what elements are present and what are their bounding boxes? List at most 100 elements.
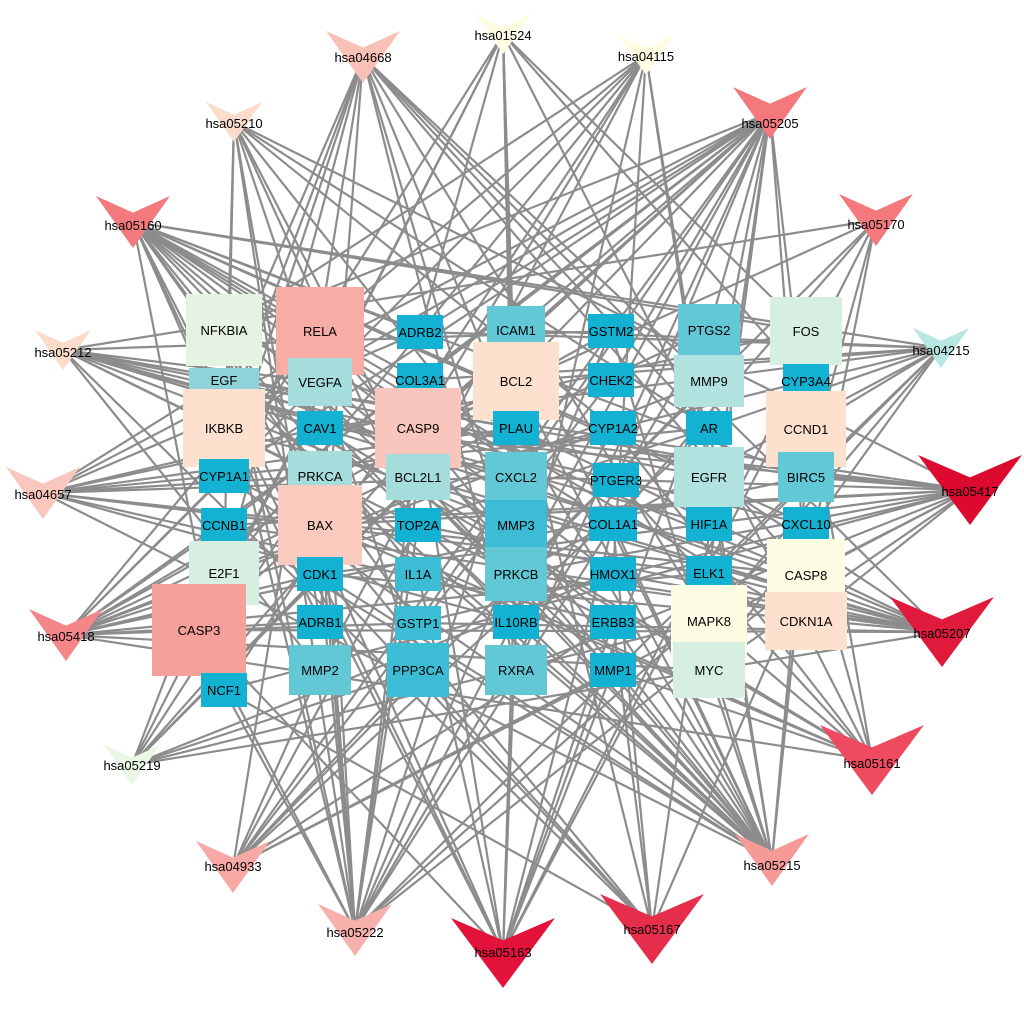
gene-node-ar[interactable]: AR <box>686 411 732 445</box>
v-shape-icon <box>839 194 913 246</box>
gene-node-nfkbia[interactable]: NFKBIA <box>186 294 262 366</box>
gene-node-bcl2[interactable]: BCL2 <box>473 342 559 420</box>
gene-node-label: IL1A <box>405 567 432 582</box>
pathway-node-hsa05212[interactable]: hsa05212 <box>34 330 92 370</box>
gene-node-top2a[interactable]: TOP2A <box>395 508 441 542</box>
gene-node-label: RXRA <box>498 663 534 678</box>
gene-node-il10rb[interactable]: IL10RB <box>493 605 539 639</box>
pathway-node-hsa05163[interactable]: hsa05163 <box>451 918 555 988</box>
pathway-node-hsa05219[interactable]: hsa05219 <box>103 745 161 785</box>
gene-node-elk1[interactable]: ELK1 <box>686 556 732 590</box>
v-shape-icon <box>600 894 704 964</box>
pathway-node-hsa04668[interactable]: hsa04668 <box>326 31 400 83</box>
gene-node-fos[interactable]: FOS <box>770 297 842 365</box>
gene-node-egf[interactable]: EGF <box>189 368 259 392</box>
pathway-node-hsa04115[interactable]: hsa04115 <box>618 35 674 75</box>
gene-node-cdkn1a[interactable]: CDKN1A <box>765 592 847 650</box>
gene-node-birc5[interactable]: BIRC5 <box>778 452 834 502</box>
v-shape-icon <box>206 102 262 142</box>
gene-node-cyp1a1[interactable]: CYP1A1 <box>199 459 249 493</box>
network-edge <box>353 329 613 932</box>
v-shape-icon <box>451 918 555 988</box>
gene-node-cxcl2[interactable]: CXCL2 <box>485 452 547 502</box>
gene-node-box <box>386 454 450 500</box>
gene-node-bcl2l1[interactable]: BCL2L1 <box>386 454 450 500</box>
gene-node-hmox1[interactable]: HMOX1 <box>590 557 636 591</box>
gene-node-mmp1[interactable]: MMP1 <box>590 653 636 687</box>
v-shape-icon <box>318 904 392 956</box>
gene-node-label: CAV1 <box>304 421 337 436</box>
gene-node-box <box>201 673 247 707</box>
pathway-node-hsa05160[interactable]: hsa05160 <box>96 196 170 248</box>
gene-node-ppp3ca[interactable]: PPP3CA <box>387 643 449 697</box>
pathway-node-hsa04933[interactable]: hsa04933 <box>196 841 270 893</box>
pathway-node-hsa04215[interactable]: hsa04215 <box>912 328 970 368</box>
gene-node-gstp1[interactable]: GSTP1 <box>395 606 441 640</box>
gene-node-label: MYC <box>695 663 724 678</box>
gene-node-box <box>485 645 547 695</box>
gene-node-box <box>674 355 744 407</box>
pathway-node-hsa05215[interactable]: hsa05215 <box>735 834 809 886</box>
network-edge <box>318 572 654 931</box>
gene-node-cdk1[interactable]: CDK1 <box>297 557 343 591</box>
gene-node-vegfa[interactable]: VEGFA <box>288 358 352 406</box>
pathway-node-hsa05205[interactable]: hsa05205 <box>733 87 807 139</box>
gene-node-rxra[interactable]: RXRA <box>485 645 547 695</box>
gene-node-myc[interactable]: MYC <box>673 642 745 698</box>
gene-node-box <box>297 557 343 591</box>
gene-node-col1a1[interactable]: COL1A1 <box>588 507 638 541</box>
gene-node-label: CASP9 <box>397 421 440 436</box>
gene-node-ikbkb[interactable]: IKBKB <box>183 389 265 467</box>
gene-node-il1a[interactable]: IL1A <box>395 557 441 591</box>
gene-node-label: TOP2A <box>397 518 440 533</box>
gene-node-erbb3[interactable]: ERBB3 <box>590 605 636 639</box>
pathway-node-hsa05222[interactable]: hsa05222 <box>318 904 392 956</box>
network-edge <box>231 523 420 869</box>
pathway-node-hsa05167[interactable]: hsa05167 <box>600 894 704 964</box>
network-edge <box>418 111 772 334</box>
pathway-node-hsa05170[interactable]: hsa05170 <box>839 194 913 246</box>
gene-node-box <box>593 463 639 497</box>
pathway-node-hsa01524[interactable]: hsa01524 <box>474 14 532 54</box>
v-shape-icon <box>196 841 270 893</box>
gene-node-mmp9[interactable]: MMP9 <box>674 355 744 407</box>
pathway-node-hsa05207[interactable]: hsa05207 <box>890 597 994 667</box>
gene-node-label: CYP1A2 <box>588 421 638 436</box>
gene-node-label: GSTM2 <box>589 324 634 339</box>
pathway-node-hsa05418[interactable]: hsa05418 <box>29 609 103 661</box>
pathway-node-hsa05210[interactable]: hsa05210 <box>205 102 263 142</box>
gene-node-label: BCL2L1 <box>395 470 442 485</box>
gene-node-mmp2[interactable]: MMP2 <box>289 645 351 695</box>
network-edge <box>361 55 711 430</box>
gene-node-cyp1a2[interactable]: CYP1A2 <box>588 411 638 445</box>
gene-node-chek2[interactable]: CHEK2 <box>588 363 634 397</box>
v-shape-icon <box>890 597 994 667</box>
gene-node-egfr[interactable]: EGFR <box>674 447 744 507</box>
network-edge <box>41 111 772 495</box>
network-edge <box>614 111 772 482</box>
gene-node-cxcl10[interactable]: CXCL10 <box>781 507 831 541</box>
gene-node-box <box>395 606 441 640</box>
gene-node-ptgs2[interactable]: PTGS2 <box>678 304 740 356</box>
gene-node-prkcb[interactable]: PRKCB <box>485 547 547 601</box>
gene-node-gstm2[interactable]: GSTM2 <box>588 314 634 348</box>
pathway-node-hsa04657[interactable]: hsa04657 <box>6 467 80 519</box>
gene-node-bax[interactable]: BAX <box>278 485 362 565</box>
gene-node-ptger3[interactable]: PTGER3 <box>590 463 642 497</box>
gene-node-mmp3[interactable]: MMP3 <box>485 500 547 550</box>
gene-node-label: CCNB1 <box>202 518 246 533</box>
pathway-node-hsa05417[interactable]: hsa05417 <box>918 455 1022 525</box>
gene-node-ccnb1[interactable]: CCNB1 <box>201 508 247 542</box>
gene-node-box <box>590 411 636 445</box>
gene-node-cav1[interactable]: CAV1 <box>297 411 343 445</box>
gene-node-casp3[interactable]: CASP3 <box>152 584 246 676</box>
pathway-node-label: hsa04215 <box>912 343 969 358</box>
network-edge <box>318 53 648 333</box>
gene-node-box <box>686 507 732 541</box>
gene-node-adrb2[interactable]: ADRB2 <box>397 315 443 349</box>
gene-node-hif1a[interactable]: HIF1A <box>686 507 732 541</box>
pathway-node-hsa05161[interactable]: hsa05161 <box>820 725 924 795</box>
gene-node-plau[interactable]: PLAU <box>493 411 539 445</box>
gene-node-adrb1[interactable]: ADRB1 <box>297 605 343 639</box>
gene-node-ncf1[interactable]: NCF1 <box>201 673 247 707</box>
